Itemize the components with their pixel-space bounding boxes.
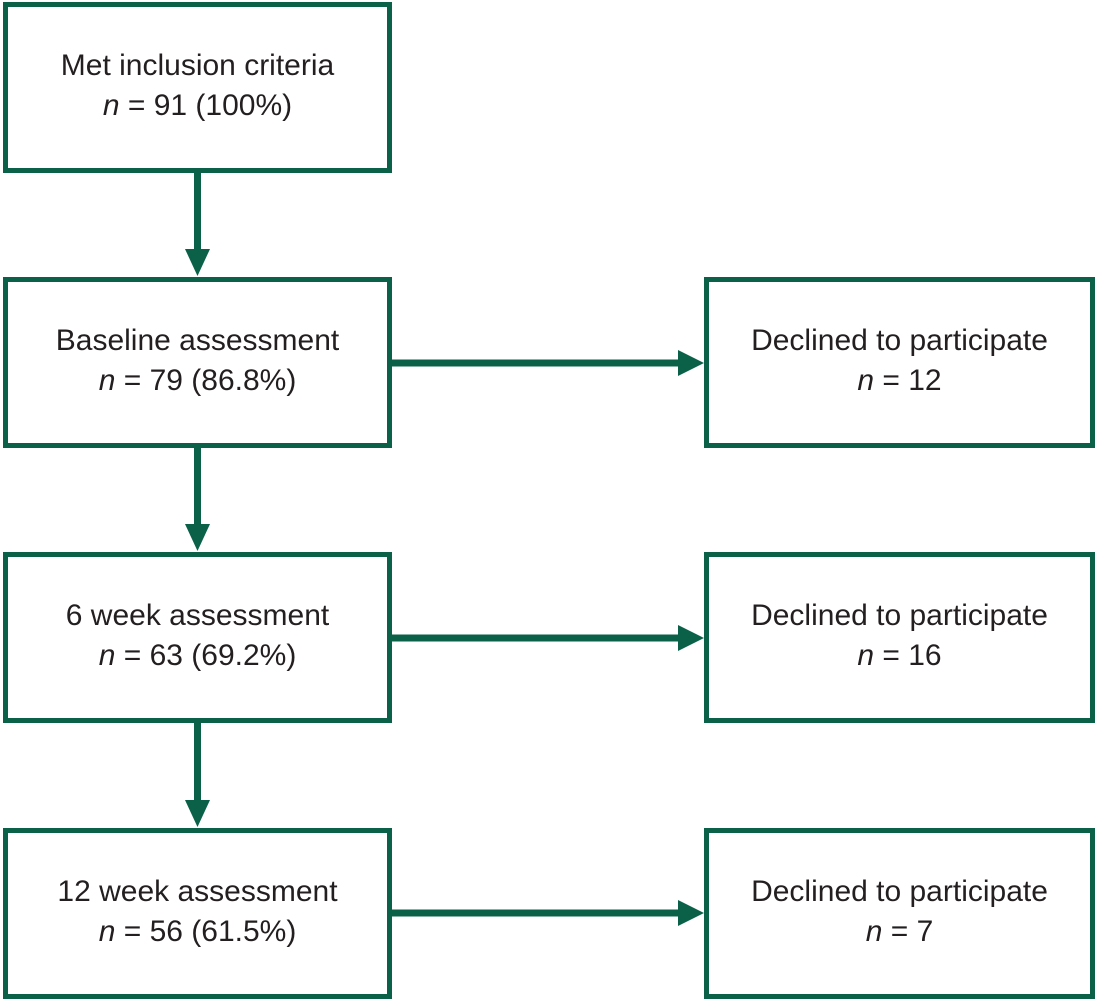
stage-count-value: = 56 (61.5%) [115,914,297,948]
stage-box-inclusion: Met inclusion criteria n = 91 (100%) [3,2,392,173]
arrow-right-3 [390,900,704,926]
n-symbol: n [102,88,120,122]
n-symbol: n [98,638,116,672]
arrow-right-1 [390,350,704,376]
stage-box-12-week: 12 week assessment n = 56 (61.5%) [3,828,392,999]
declined-label: Declined to participate [751,874,1048,908]
declined-count: n = 12 [857,361,941,401]
n-symbol: n [857,638,875,672]
stage-count: n = 63 (69.2%) [99,636,297,676]
declined-count: n = 16 [857,636,941,676]
declined-count-value: = 12 [874,363,942,397]
n-symbol: n [857,363,875,397]
stage-count: n = 79 (86.8%) [99,361,297,401]
stage-count-value: = 63 (69.2%) [115,638,297,672]
declined-count-value: = 7 [882,914,934,948]
stage-count: n = 56 (61.5%) [99,912,297,952]
n-symbol: n [98,363,116,397]
stage-box-6-week: 6 week assessment n = 63 (69.2%) [3,552,392,723]
stage-label: Met inclusion criteria [60,48,335,82]
stage-label: Baseline assessment [55,323,340,357]
declined-label: Declined to participate [751,323,1048,357]
stage-label: 6 week assessment [65,598,330,632]
declined-count: n = 7 [866,912,934,952]
declined-count-value: = 16 [874,638,942,672]
declined-box-baseline: Declined to participate n = 12 [704,277,1095,448]
stage-label: 12 week assessment [57,874,338,908]
n-symbol: n [98,914,116,948]
declined-label: Declined to participate [751,598,1048,632]
n-symbol: n [865,914,883,948]
arrow-down-3 [185,721,210,827]
declined-box-6-week: Declined to participate n = 16 [704,552,1095,723]
stage-box-baseline: Baseline assessment n = 79 (86.8%) [3,277,392,448]
stage-count-value: = 91 (100%) [119,88,293,122]
arrow-right-2 [390,625,704,651]
arrow-down-2 [185,446,210,551]
stage-count-value: = 79 (86.8%) [115,363,297,397]
declined-box-12-week: Declined to participate n = 7 [704,828,1095,999]
arrow-down-1 [185,171,210,276]
stage-count: n = 91 (100%) [103,86,292,126]
